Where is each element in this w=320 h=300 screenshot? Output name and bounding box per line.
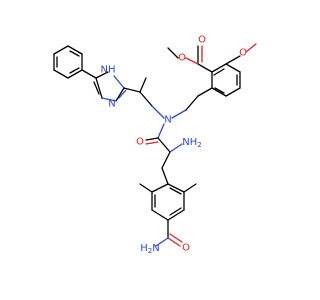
ethyl-linker [123,77,165,119]
atom-label-o-carboxamide: O [182,243,190,254]
atom-label-h2n-carboxamide: H2N [140,243,159,256]
atom-label-h2n-n: N [152,243,159,254]
atom-label-h2n-main: H [140,243,148,254]
atom-label-o-ester-carbonyl: O [198,35,206,46]
molecule-structure: NH N N O NH2 O O O H2N O [53,35,257,256]
atom-label-o-methoxy: O [239,48,247,59]
imidazole-ring [81,69,127,102]
atom-label-h2n-sub: 2 [148,247,152,255]
atom-label-o-ester: O [178,53,186,64]
amide-group [145,123,183,185]
carboxamide-group [155,219,183,247]
atom-label-nh2-alpha-main: NH [182,137,197,148]
benzoate-ring [197,63,241,97]
methoxy-group [225,43,257,65]
molecule-canvas: NH N N O NH2 O O O H2N O [53,35,257,256]
atom-label-n-imidazole: N [108,99,115,110]
benzyl-linker [171,95,199,119]
atom-label-o-amide: O [136,137,144,148]
phenyl-ring [53,45,83,79]
dimethylbenzamide-ring [139,183,197,221]
atom-label-nh2-alpha: NH2 [182,137,201,150]
atom-label-nh-imidazole: NH [101,65,116,76]
atom-label-nh2-alpha-sub: 2 [197,141,201,149]
atom-label-n-amide: N [164,115,171,126]
methyl-ester-group [167,45,213,73]
